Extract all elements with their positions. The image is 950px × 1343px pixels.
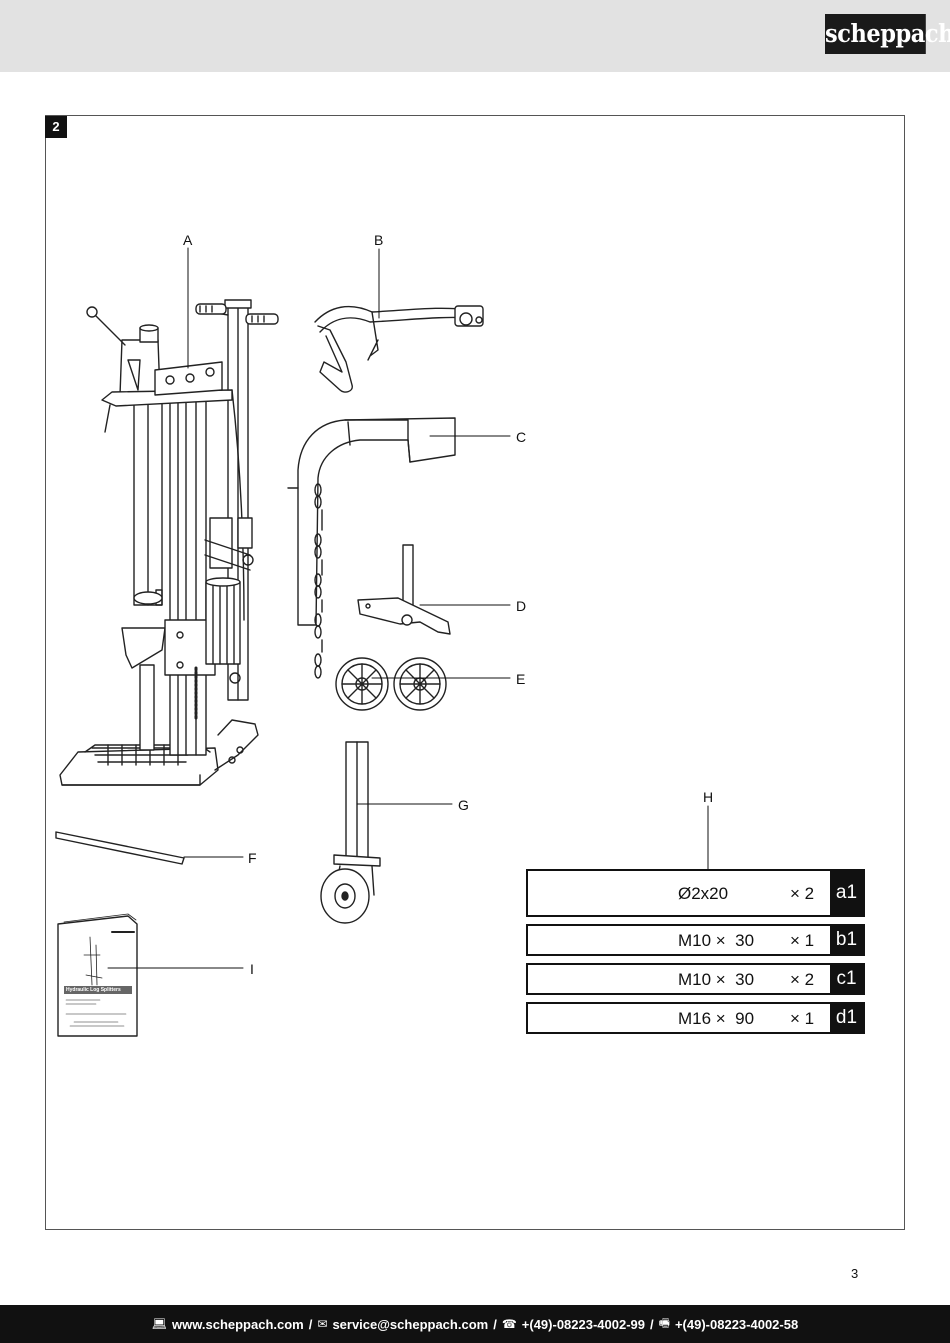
hardware-size: Ø2x20 <box>678 884 729 903</box>
callout-b: B <box>374 232 384 248</box>
hardware-quantity: × 1 <box>790 931 815 950</box>
hardware-quantity: × 1 <box>790 1009 815 1028</box>
fax-icon: 🖷︎ <box>658 1315 670 1330</box>
footer-website[interactable]: www.scheppach.com <box>172 1316 304 1332</box>
manual-title: Hydraulic Log Splitters <box>66 987 121 993</box>
footer-separator: / <box>493 1316 497 1332</box>
figure-number: 2 <box>45 116 67 138</box>
footer-phone[interactable]: +(49)-08223-4002-99 <box>521 1316 646 1332</box>
callout-a: A <box>183 232 193 248</box>
header-band <box>0 0 950 72</box>
figure-panel <box>45 115 905 1230</box>
hardware-size: M10 × 30 <box>678 931 755 950</box>
callout-c: C <box>516 429 527 445</box>
rod-part <box>55 831 185 865</box>
hardware-row-d1: M16 × 90 × 1 d1 <box>526 1002 865 1034</box>
hardware-row-a1: Ø2x20 × 2 a1 <box>526 869 865 917</box>
hardware-quantity: × 2 <box>790 884 815 903</box>
callout-d: D <box>516 598 527 614</box>
hardware-code: c1 <box>830 965 863 993</box>
arm-part <box>287 417 456 679</box>
wheels-part <box>335 657 447 711</box>
footer-separator: / <box>650 1316 654 1332</box>
footer-fax[interactable]: +(49)-08223-4002-58 <box>674 1316 799 1332</box>
callout-e: E <box>516 671 526 687</box>
leader-lines <box>107 247 709 969</box>
jockey-wheel-part <box>320 741 381 924</box>
callout-f: F <box>248 850 257 866</box>
footer-email[interactable]: service@scheppach.com <box>332 1316 489 1332</box>
log-splitter-body <box>59 299 279 786</box>
hardware-size: M10 × 30 <box>678 970 755 989</box>
footer-separator: / <box>308 1316 313 1332</box>
callout-h: H <box>703 789 714 805</box>
mail-icon: ✉︎ <box>317 1317 328 1331</box>
phone-icon: ☎︎ <box>501 1317 517 1331</box>
hardware-row-c1: M10 × 30 × 2 c1 <box>526 963 865 995</box>
handle-part <box>314 305 484 393</box>
computer-icon: 💻︎ <box>151 1317 168 1331</box>
hardware-row-b1: M10 × 30 × 1 b1 <box>526 924 865 956</box>
hardware-quantity: × 2 <box>790 970 815 989</box>
hardware-code: a1 <box>830 871 863 915</box>
page-number: 3 <box>851 1266 859 1281</box>
callout-i: I <box>250 961 254 977</box>
hardware-size: M16 × 90 <box>678 1009 755 1028</box>
hardware-code: d1 <box>830 1004 863 1032</box>
callout-g: G <box>458 797 469 813</box>
bracket-part <box>357 544 451 635</box>
footer-contact-bar: 💻︎ www.scheppach.com / ✉︎ service@schepp… <box>0 1305 950 1343</box>
hardware-code: b1 <box>830 926 863 954</box>
manual-cover <box>57 913 138 1037</box>
